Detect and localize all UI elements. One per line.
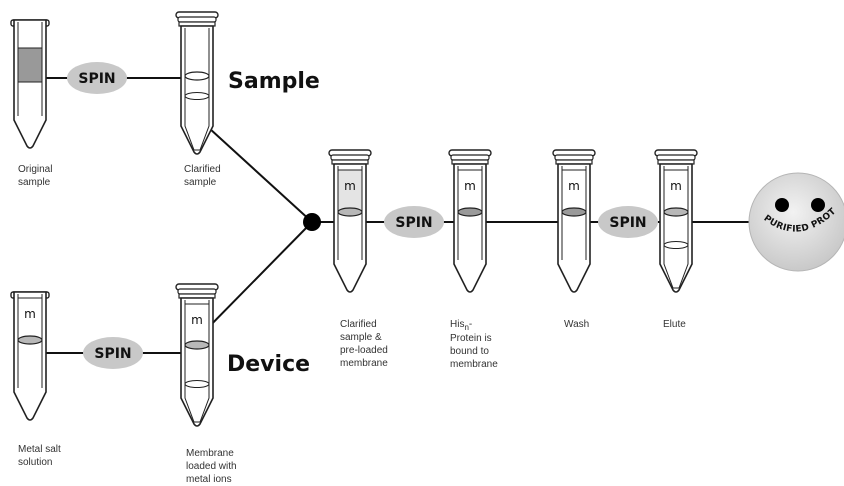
membrane-insert: [184, 303, 210, 346]
tube-cap-ring: [177, 288, 217, 295]
tube-collected-liquid: [663, 244, 689, 289]
membrane-disc: [184, 340, 210, 350]
caption-his-line3: bound to: [450, 346, 489, 357]
caption-line: Membrane: [186, 448, 234, 459]
membrane-mark: m: [568, 179, 580, 193]
purified-protein-label: PURIFIED PROTEIN: [0, 0, 839, 235]
caption-line: Clarified: [340, 319, 377, 330]
caption-his-line2: Protein is: [450, 333, 492, 344]
tube-his-bound: m: [448, 149, 492, 293]
membrane-disc: [337, 207, 363, 217]
tube-group: m m m m m m: [10, 11, 698, 427]
tube-cap-ring: [656, 154, 696, 161]
spin-label: SPIN: [609, 215, 646, 231]
spin-step-4: SPIN: [598, 206, 658, 238]
caption-line: pre-loaded: [340, 345, 388, 356]
junction-dot: [303, 213, 321, 231]
device-heading: Device: [227, 352, 310, 377]
sample-heading: Sample: [228, 69, 320, 94]
caption-line: Elute: [663, 319, 686, 330]
tube-cap-ring: [450, 154, 490, 161]
tube-meniscus: [184, 91, 210, 101]
caption-line: Metal salt: [18, 444, 61, 455]
membrane-mark: m: [670, 179, 682, 193]
spin-step-3: SPIN: [384, 206, 444, 238]
caption-clarified-preloaded: Clarified sample & pre-loaded membrane: [340, 319, 388, 369]
spin-label: SPIN: [78, 71, 115, 87]
tube-original-sample: [10, 19, 50, 149]
membrane-mark: m: [24, 307, 36, 321]
caption-his-bound: Hisn- Protein is bound to membrane: [450, 319, 498, 370]
caption-line: sample: [18, 177, 51, 188]
tube-metal-salt: m: [10, 291, 50, 421]
tube-clarified-sample: [175, 11, 219, 155]
caption-line: Original: [18, 164, 52, 175]
membrane-disc: [663, 207, 689, 217]
spin-label: SPIN: [395, 215, 432, 231]
tube-meniscus: [184, 71, 210, 81]
membrane-mark: m: [191, 313, 203, 327]
tube-meniscus: [184, 379, 210, 389]
membrane-insert: [663, 169, 689, 213]
his-sub: n: [464, 323, 468, 332]
his-tail: -: [469, 319, 472, 330]
tube-body: [13, 19, 47, 149]
caption-line: sample &: [340, 332, 382, 343]
line-device-to-junction: [197, 221, 313, 339]
membrane-insert: [457, 169, 483, 213]
spin-bubble: [384, 206, 444, 238]
tube-wash: m: [552, 149, 596, 293]
membrane-mark: m: [464, 179, 476, 193]
membrane-insert: [561, 169, 587, 213]
caption-line: sample: [184, 177, 217, 188]
face-left-eye: [775, 198, 789, 212]
tube-cap-ring: [330, 154, 370, 161]
caption-membrane-loaded: Membrane loaded with metal ions: [186, 448, 237, 485]
membrane-mark: m: [344, 179, 356, 193]
line-sample-to-junction: [197, 117, 313, 223]
caption-line: Clarified: [184, 164, 221, 175]
face-right-eye: [811, 198, 825, 212]
caption-original-sample: Original sample: [18, 164, 52, 188]
caption-clarified-sample: Clarified sample: [184, 164, 221, 188]
his-main: His: [450, 319, 464, 330]
tube-cap-ring: [177, 16, 217, 23]
spin-bubble: [598, 206, 658, 238]
spin-step-1: SPIN: [67, 62, 127, 94]
spin-bubble: [83, 337, 143, 369]
tube-meniscus: [663, 240, 689, 250]
caption-his-line1: Hisn-: [450, 319, 472, 332]
tube-clarified-preloaded: m: [328, 149, 372, 293]
purified-protein-text: PURIFIED PROTEIN: [0, 0, 838, 235]
tube-liquid: [17, 47, 43, 83]
membrane-disc: [457, 207, 483, 217]
membrane-disc: [561, 207, 587, 217]
caption-line: metal ions: [186, 474, 232, 485]
tube-membrane-loaded: m: [175, 283, 219, 427]
caption-line: solution: [18, 457, 52, 468]
spin-label: SPIN: [94, 346, 131, 362]
membrane-insert: [17, 297, 43, 341]
tube-elute: m: [654, 149, 698, 293]
spin-step-2: SPIN: [83, 337, 143, 369]
tube-collected-liquid: [184, 383, 210, 423]
caption-elute: Elute: [663, 319, 686, 330]
membrane-disc: [17, 335, 43, 345]
caption-line: Wash: [564, 319, 589, 330]
caption-line: loaded with: [186, 461, 237, 472]
face-circle: [748, 172, 844, 272]
caption-line: membrane: [340, 358, 388, 369]
caption-wash: Wash: [564, 319, 589, 330]
caption-metal-salt-solution: Metal salt solution: [18, 444, 61, 468]
spin-bubble: [67, 62, 127, 94]
caption-his-line4: membrane: [450, 359, 498, 370]
tube-cap-ring: [554, 154, 594, 161]
